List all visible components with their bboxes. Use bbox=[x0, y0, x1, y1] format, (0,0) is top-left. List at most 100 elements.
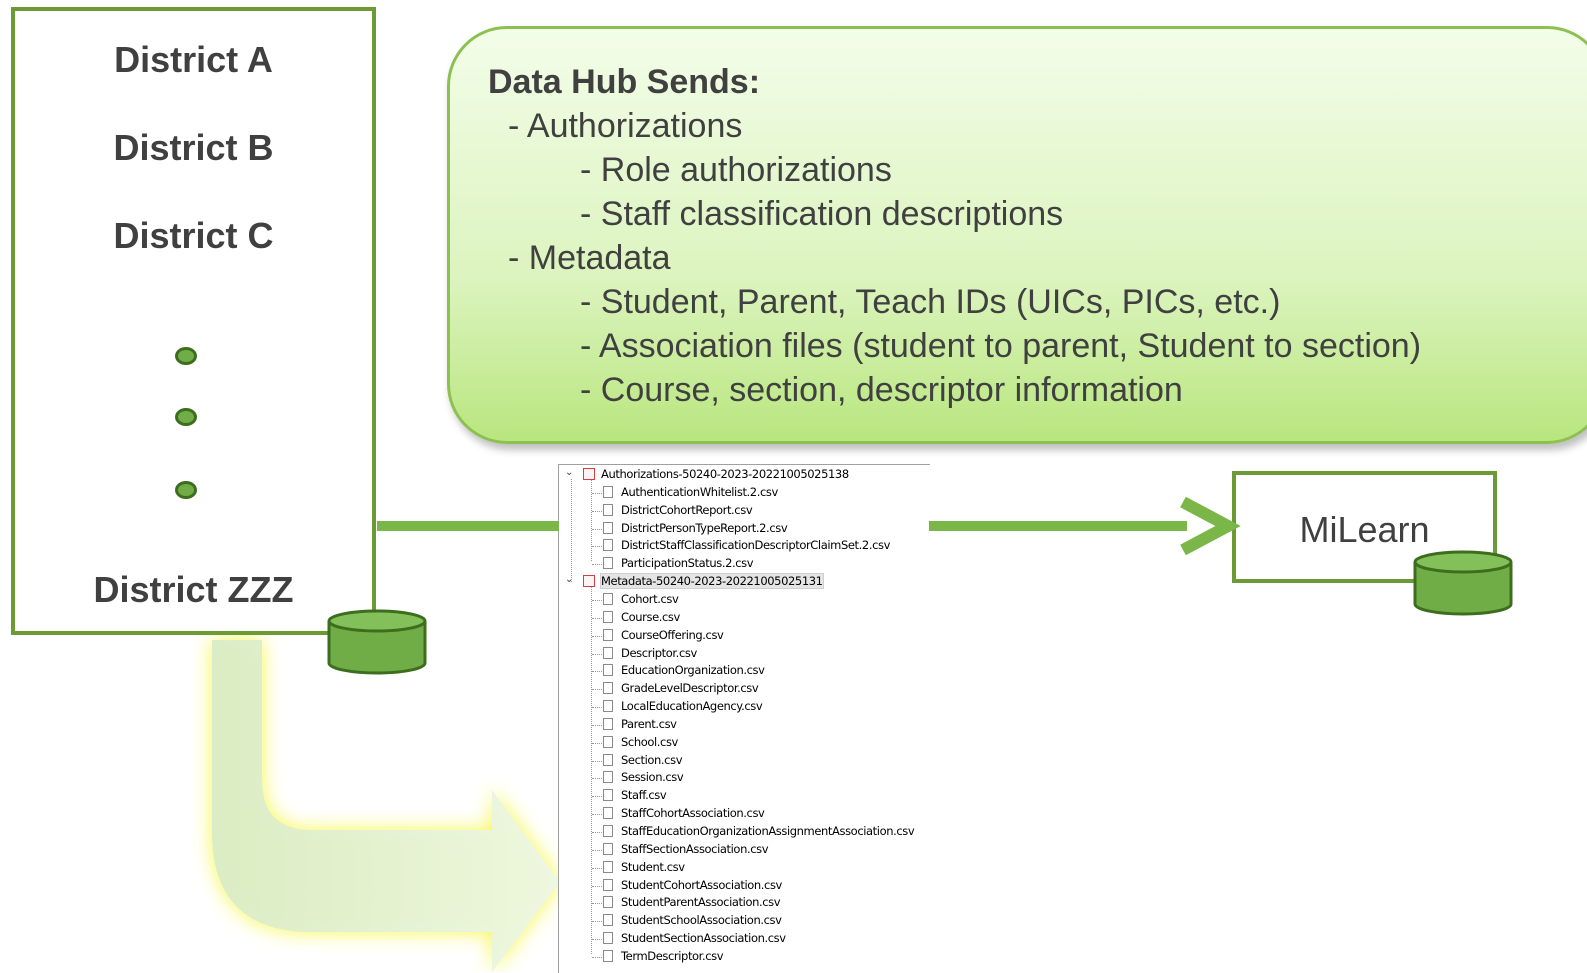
tree-guide bbox=[592, 510, 602, 512]
callout-line-ids: - Student, Parent, Teach IDs (UICs, PICs… bbox=[580, 283, 1281, 321]
tree-vertical-guide bbox=[591, 480, 592, 562]
tree-file-label: Course.csv bbox=[621, 609, 680, 624]
tree-file-item[interactable]: Student.csv bbox=[559, 859, 930, 877]
tree-file-item[interactable]: StudentParentAssociation.csv bbox=[559, 894, 930, 912]
district-b-label: District B bbox=[113, 127, 274, 168]
districts-box: District A District B District C Distric… bbox=[11, 7, 376, 635]
tree-file-label: Student.csv bbox=[621, 859, 685, 874]
file-icon bbox=[603, 753, 613, 766]
tree-file-item[interactable]: Parent.csv bbox=[559, 716, 930, 734]
tree-guide bbox=[592, 956, 602, 958]
tree-guide bbox=[592, 564, 602, 566]
callout-line-association-files: - Association files (student to parent, … bbox=[580, 327, 1422, 365]
file-icon bbox=[603, 485, 613, 498]
tree-file-label: StaffCohortAssociation.csv bbox=[621, 806, 765, 821]
tree-file-label: StudentSchoolAssociation.csv bbox=[621, 913, 782, 928]
tree-file-item[interactable]: StudentSchoolAssociation.csv bbox=[559, 912, 930, 930]
file-icon bbox=[603, 539, 613, 552]
ellipsis-dot-2 bbox=[175, 408, 197, 426]
tree-file-item[interactable]: AuthenticationWhitelist.2.csv bbox=[559, 484, 930, 502]
zip-folder-icon bbox=[583, 468, 595, 480]
file-icon bbox=[603, 628, 613, 641]
file-icon bbox=[603, 717, 613, 730]
file-icon bbox=[603, 503, 613, 516]
tree-guide bbox=[592, 921, 602, 923]
tree-file-item[interactable]: StudentSectionAssociation.csv bbox=[559, 930, 930, 948]
file-icon bbox=[603, 825, 613, 837]
file-icon bbox=[603, 860, 613, 873]
file-icon bbox=[603, 789, 613, 802]
tree-guide bbox=[592, 617, 602, 619]
tree-file-item[interactable]: Cohort.csv bbox=[559, 591, 930, 609]
tree-file-label: AuthenticationWhitelist.2.csv bbox=[621, 484, 778, 499]
tree-root-guide bbox=[571, 479, 572, 583]
tree-guide bbox=[592, 599, 602, 601]
tree-file-item[interactable]: TermDescriptor.csv bbox=[559, 948, 930, 966]
tree-file-item[interactable]: DistrictPersonTypeReport.2.csv bbox=[559, 520, 930, 538]
tree-file-item[interactable]: StaffSectionAssociation.csv bbox=[559, 841, 930, 859]
tree-file-item[interactable]: ParticipationStatus.2.csv bbox=[559, 555, 930, 573]
tree-file-label: DistrictCohortReport.csv bbox=[621, 502, 753, 517]
tree-file-label: StudentSectionAssociation.csv bbox=[621, 931, 786, 946]
tree-folder-label: Authorizations-50240-2023-20221005025138 bbox=[601, 467, 849, 481]
tree-file-label: School.csv bbox=[621, 734, 678, 749]
tree-file-label: Descriptor.csv bbox=[621, 645, 697, 660]
file-tree: ⌄ Authorizations-50240-2023-2022100502513… bbox=[558, 464, 930, 973]
tree-guide bbox=[592, 849, 602, 851]
tree-file-item[interactable]: StaffEducationOrganizationAssignmentAsso… bbox=[559, 823, 930, 841]
file-icon bbox=[603, 521, 613, 534]
callout-line-role-authorizations: - Role authorizations bbox=[580, 151, 892, 189]
tree-guide bbox=[592, 635, 602, 637]
tree-file-item[interactable]: CourseOffering.csv bbox=[559, 627, 930, 645]
tree-file-item[interactable]: Staff.csv bbox=[559, 787, 930, 805]
file-icon bbox=[603, 771, 613, 784]
callout-line-course-section: - Course, section, descriptor informatio… bbox=[580, 371, 1183, 409]
file-icon bbox=[603, 682, 613, 695]
tree-file-item[interactable]: Course.csv bbox=[559, 609, 930, 627]
tree-guide bbox=[592, 492, 602, 494]
tree-file-item[interactable]: DistrictCohortReport.csv bbox=[559, 502, 930, 520]
tree-file-item[interactable]: Section.csv bbox=[559, 752, 930, 770]
tree-file-label: Cohort.csv bbox=[621, 591, 679, 606]
tree-guide bbox=[592, 689, 602, 691]
file-icon bbox=[603, 664, 613, 677]
tree-file-label: ParticipationStatus.2.csv bbox=[621, 556, 754, 571]
data-hub-callout: Data Hub Sends: - Authorizations - Role … bbox=[447, 26, 1587, 444]
tree-file-label: GradeLevelDescriptor.csv bbox=[621, 681, 759, 696]
tree-file-item[interactable]: Descriptor.csv bbox=[559, 645, 930, 663]
tree-file-label: DistrictStaffClassificationDescriptorCla… bbox=[621, 538, 890, 553]
chevron-down-icon[interactable]: ⌄ bbox=[565, 467, 573, 478]
tree-guide bbox=[592, 778, 602, 780]
district-a-label: District A bbox=[114, 39, 273, 80]
tree-file-item[interactable]: EducationOrganization.csv bbox=[559, 662, 930, 680]
tree-guide bbox=[592, 939, 602, 941]
tree-file-item[interactable]: DistrictStaffClassificationDescriptorCla… bbox=[559, 537, 930, 555]
tree-guide bbox=[592, 867, 602, 869]
file-icon bbox=[603, 610, 613, 623]
tree-file-item[interactable]: School.csv bbox=[559, 734, 930, 752]
tree-guide bbox=[592, 528, 602, 530]
tree-file-item[interactable]: GradeLevelDescriptor.csv bbox=[559, 680, 930, 698]
tree-file-label: Session.csv bbox=[621, 770, 684, 785]
tree-file-label: Staff.csv bbox=[621, 788, 667, 803]
ellipsis-dot-1 bbox=[175, 347, 197, 365]
file-icon bbox=[603, 807, 613, 820]
file-icon bbox=[603, 646, 613, 659]
tree-folder[interactable]: ⌄ Authorizations-50240-2023-2022100502513… bbox=[559, 466, 930, 484]
tree-file-item[interactable]: LocalEducationAgency.csv bbox=[559, 698, 930, 716]
tree-file-label: EducationOrganization.csv bbox=[621, 663, 765, 678]
file-icon bbox=[603, 896, 613, 909]
tree-guide bbox=[592, 671, 602, 673]
chevron-down-icon[interactable]: ⌄ bbox=[565, 574, 573, 586]
file-icon bbox=[603, 592, 613, 605]
file-icon bbox=[603, 949, 613, 962]
tree-file-item[interactable]: Session.csv bbox=[559, 769, 930, 787]
tree-file-item[interactable]: StaffCohortAssociation.csv bbox=[559, 805, 930, 823]
milearn-label: MiLearn bbox=[1299, 509, 1430, 550]
curved-arrow-icon bbox=[212, 640, 560, 972]
tree-file-label: CourseOffering.csv bbox=[621, 627, 724, 642]
tree-folder[interactable]: ⌄Metadata-50240-2023-20221005025131 bbox=[559, 573, 930, 591]
tree-file-label: Parent.csv bbox=[621, 716, 677, 731]
callout-line-staff-classification: - Staff classification descriptions bbox=[580, 195, 1064, 233]
tree-file-item[interactable]: StudentCohortAssociation.csv bbox=[559, 877, 930, 895]
